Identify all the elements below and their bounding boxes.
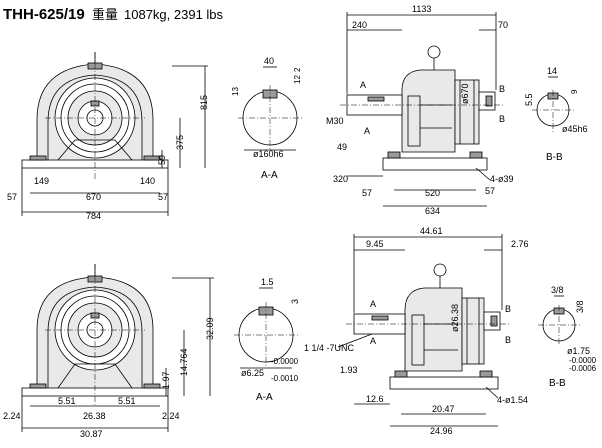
imp-shaft-tol-lower: -0.0010 xyxy=(271,374,299,383)
imp-input-key-width-label: 3/8 xyxy=(551,285,564,295)
side-flange-offset-label: 49 xyxy=(337,142,347,152)
side-bolt-holes-label: 4-ø39 xyxy=(490,174,514,184)
imp-dim-foot-height-label: 1.97 xyxy=(161,371,171,389)
imp-key-width-label: 1.5 xyxy=(261,277,274,287)
side-body-dia-label: ø670 xyxy=(460,83,470,104)
dim-height-label: 815 xyxy=(199,95,209,110)
weight-values: 1087kg, 2391 lbs xyxy=(124,7,224,22)
side-overall-length-label: 1133 xyxy=(412,4,431,14)
side-overhang-left-label: 57 xyxy=(362,188,372,198)
imp-side-shaft-ext-label: 9.45 xyxy=(366,239,384,249)
weight-label: 重量 xyxy=(92,7,118,22)
imperial-side-view: 44.61 9.45 2.76 1 1/4 -7UNC ø26.38 1.93 … xyxy=(304,226,529,436)
side-section-a-bottom: A xyxy=(364,126,370,136)
imp-dim-base-width-label: 30.87 xyxy=(80,429,103,439)
dim-foot-height-label: 59 xyxy=(157,155,167,165)
imp-dim-shaft-height-label: 14.764 xyxy=(179,348,189,376)
metric-shaft-diameter-label: ø160h6 xyxy=(253,149,284,159)
imperial-input-section: 3/8 3/8 ø1.75 -0.0000 -0.0006 B-B xyxy=(538,285,597,389)
imp-side-section-b-top: B xyxy=(505,304,511,314)
input-diameter-label: ø45h6 xyxy=(562,124,588,134)
imp-dim-overhang-left-label: 2.24 xyxy=(3,411,21,421)
imp-key-depth-label: 3 xyxy=(290,299,300,304)
input-key-width-label: 14 xyxy=(547,66,557,76)
imp-dim-overhang-right-label: 2.24 xyxy=(162,411,180,421)
imp-side-thread-label: 1 1/4 -7UNC xyxy=(304,343,355,353)
imperial-front-view: 32.09 14.764 1.97 5.51 5.51 26.38 2.24 2… xyxy=(3,264,215,439)
side-section-b-top: B xyxy=(499,84,505,94)
side-foot-left-label: 320 xyxy=(333,174,348,184)
imp-dim-bolt-span-label: 26.38 xyxy=(83,411,106,421)
imp-section-a-label: A-A xyxy=(256,392,273,403)
imp-side-bolt-holes-label: 4-ø1.54 xyxy=(497,395,528,405)
imp-dim-foot-left-label: 5.51 xyxy=(58,396,76,406)
imp-side-body-dia-label: ø26.38 xyxy=(450,304,460,332)
imp-side-base-length-label: 24.96 xyxy=(430,426,453,436)
side-foot-bolt-label: 520 xyxy=(425,188,440,198)
imp-input-key-depth-label: 3/8 xyxy=(575,300,585,313)
imp-side-section-a-top: A xyxy=(370,299,376,309)
imp-side-right-ext-label: 2.76 xyxy=(511,239,529,249)
metric-side-view: 1133 240 70 M30 ø670 49 320 520 57 57 4-… xyxy=(326,4,514,216)
metric-key-width-label: 40 xyxy=(264,56,274,66)
imp-side-section-b-bottom: B xyxy=(505,335,511,345)
metric-key-depth-b-label: 2 xyxy=(293,67,302,72)
imp-shaft-diameter-label: ø6.25 xyxy=(241,368,264,378)
metric-key-depth-a-label: 12 xyxy=(293,75,302,84)
imp-side-section-a-bottom: A xyxy=(370,336,376,346)
side-right-ext-label: 70 xyxy=(498,20,508,30)
imp-shaft-tol-upper: -0.0000 xyxy=(271,357,299,366)
side-section-b-bottom: B xyxy=(499,114,505,124)
imp-side-overall-length-label: 44.61 xyxy=(420,226,443,236)
dim-foot-left-label: 149 xyxy=(34,176,49,186)
metric-front-view: 815 375 59 149 140 670 57 57 784 xyxy=(7,52,209,221)
side-thread-label: M30 xyxy=(326,116,344,126)
imp-input-section-b-label: B-B xyxy=(549,378,566,389)
dim-foot-right-label: 140 xyxy=(140,176,155,186)
input-key-depth-label: 5.5 xyxy=(524,93,534,106)
input-section-b-label: B-B xyxy=(546,152,563,163)
model-title: THH-625/19 xyxy=(3,6,85,23)
imp-dim-foot-right-label: 5.51 xyxy=(118,396,136,406)
imp-input-tol-lower: -0.0006 xyxy=(569,364,597,373)
metric-section-a-label: A-A xyxy=(261,170,278,181)
imp-input-tol-upper: -0.0000 xyxy=(569,356,597,365)
metric-offset-label: 13 xyxy=(231,87,240,96)
metric-input-section: 14 5.5 9 ø45h6 B-B xyxy=(524,66,588,163)
side-section-a-top: A xyxy=(360,80,366,90)
side-base-length-label: 634 xyxy=(425,206,440,216)
imp-side-foot-bolt-label: 20.47 xyxy=(432,404,455,414)
imp-side-flange-offset-label: 1.93 xyxy=(340,365,358,375)
side-shaft-ext-label: 240 xyxy=(352,20,367,30)
dim-overhang-left-label: 57 xyxy=(7,192,17,202)
imp-input-diameter-label: ø1.75 xyxy=(567,346,590,356)
dim-overhang-right-label: 57 xyxy=(158,192,168,202)
dim-shaft-height-label: 375 xyxy=(175,135,185,150)
side-overhang-right-label: 57 xyxy=(485,186,495,196)
imp-side-foot-left-label: 12.6 xyxy=(366,394,384,404)
imp-dim-height-label: 32.09 xyxy=(205,317,215,340)
dim-base-width-label: 784 xyxy=(86,211,101,221)
imperial-shaft-section: 1.5 3 ø6.25 -0.0000 -0.0010 A-A xyxy=(234,277,300,403)
metric-shaft-section: 40 12 2 13 ø160h6 A-A xyxy=(231,56,302,181)
input-offset-label: 9 xyxy=(570,89,579,94)
dim-bolt-span-label: 670 xyxy=(86,192,101,202)
